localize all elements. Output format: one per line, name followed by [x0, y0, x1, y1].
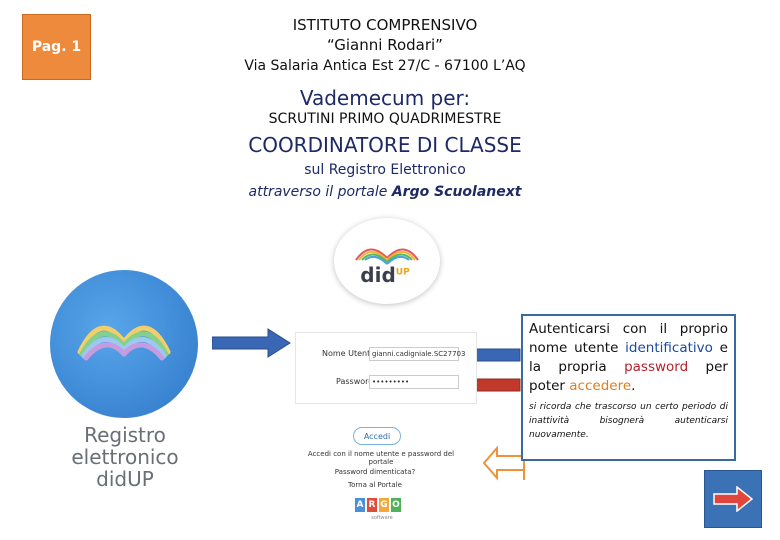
login-form — [295, 332, 477, 404]
school-address: Via Salaria Antica Est 27/C - 67100 L’AQ — [244, 58, 526, 74]
info-password: password — [624, 359, 689, 375]
next-page-button[interactable] — [704, 470, 762, 528]
info-identificativo: identificativo — [625, 340, 713, 356]
page-label: Pag. 1 — [31, 39, 82, 55]
password-label: Password — [336, 377, 374, 386]
portal-brand: Argo Scuolanext — [391, 184, 522, 200]
argo-letter-g: G — [379, 498, 389, 512]
registro-label-line2: elettronico — [71, 445, 179, 469]
didup-logo — [334, 218, 440, 304]
info-main-text: Autenticarsi con il proprio nome utente … — [529, 320, 728, 396]
info-text-b: e la propria — [529, 340, 728, 375]
vademecum-title: Vademecum per: — [299, 86, 471, 110]
registro-line: sul Registro Elettronico — [304, 162, 466, 178]
username-label: Nome Utente — [322, 349, 376, 358]
registro-label-line3: didUP — [40, 468, 210, 490]
portal-line: attraverso il portale Argo Scuolanext — [210, 184, 560, 200]
arrow-right-icon — [713, 486, 753, 512]
coordinatore-heading: COORDINATORE DI CLASSE — [248, 133, 522, 157]
info-text-a: Autenticarsi con il proprio nome utente — [529, 321, 728, 356]
argo-letter-r: R — [367, 498, 377, 512]
didup-book-icon — [355, 248, 419, 265]
portal-line-prefix: attraverso il portale — [248, 184, 392, 200]
argo-logo: A R G O — [355, 498, 401, 512]
registro-label-did: did — [96, 467, 128, 491]
username-input[interactable]: gianni.cadigniale.SC27703 — [369, 347, 465, 361]
argo-letter-a: A — [355, 498, 365, 512]
book-icon — [77, 325, 171, 361]
back-to-portal-link[interactable]: Torna al Portale — [348, 481, 402, 489]
page-badge: Pag. 1 — [22, 14, 91, 80]
info-text-c: per poter — [529, 359, 728, 394]
info-text-d: . — [631, 378, 636, 394]
accedi-button[interactable]: Accedi — [353, 427, 401, 445]
school-subtitle: “Gianni Rodari” — [327, 36, 443, 54]
scrutini-subtitle: SCRUTINI PRIMO QUADRIMESTRE — [268, 111, 502, 127]
arrow-down-left-orange-icon — [483, 445, 525, 481]
forgot-password-link[interactable]: Password dimenticata? — [334, 468, 416, 476]
registro-logo-circle — [50, 270, 198, 418]
registro-label-up: UP — [127, 467, 154, 491]
info-box: Autenticarsi con il proprio nome utente … — [521, 314, 736, 461]
argo-letter-o: O — [391, 498, 401, 512]
arrow-right-blue-icon — [212, 328, 291, 358]
didup-word: did — [360, 263, 396, 287]
school-name: ISTITUTO COMPRENSIVO — [292, 16, 478, 34]
registro-logo-label: Registro elettronico didUP — [40, 424, 210, 490]
info-note: si ricorda che trascorso un certo period… — [529, 402, 728, 440]
accedi-label: Accedi — [363, 431, 391, 441]
password-input[interactable]: ••••••••• — [369, 375, 459, 389]
didup-wordmark: didUP — [345, 263, 425, 287]
login-hint: Accedi con il nome utente e password del… — [307, 450, 455, 466]
info-accedere: accedere — [569, 378, 632, 394]
argo-software-label: software — [371, 515, 393, 521]
registro-label-line1: Registro — [84, 423, 166, 447]
didup-sup: UP — [395, 267, 410, 278]
